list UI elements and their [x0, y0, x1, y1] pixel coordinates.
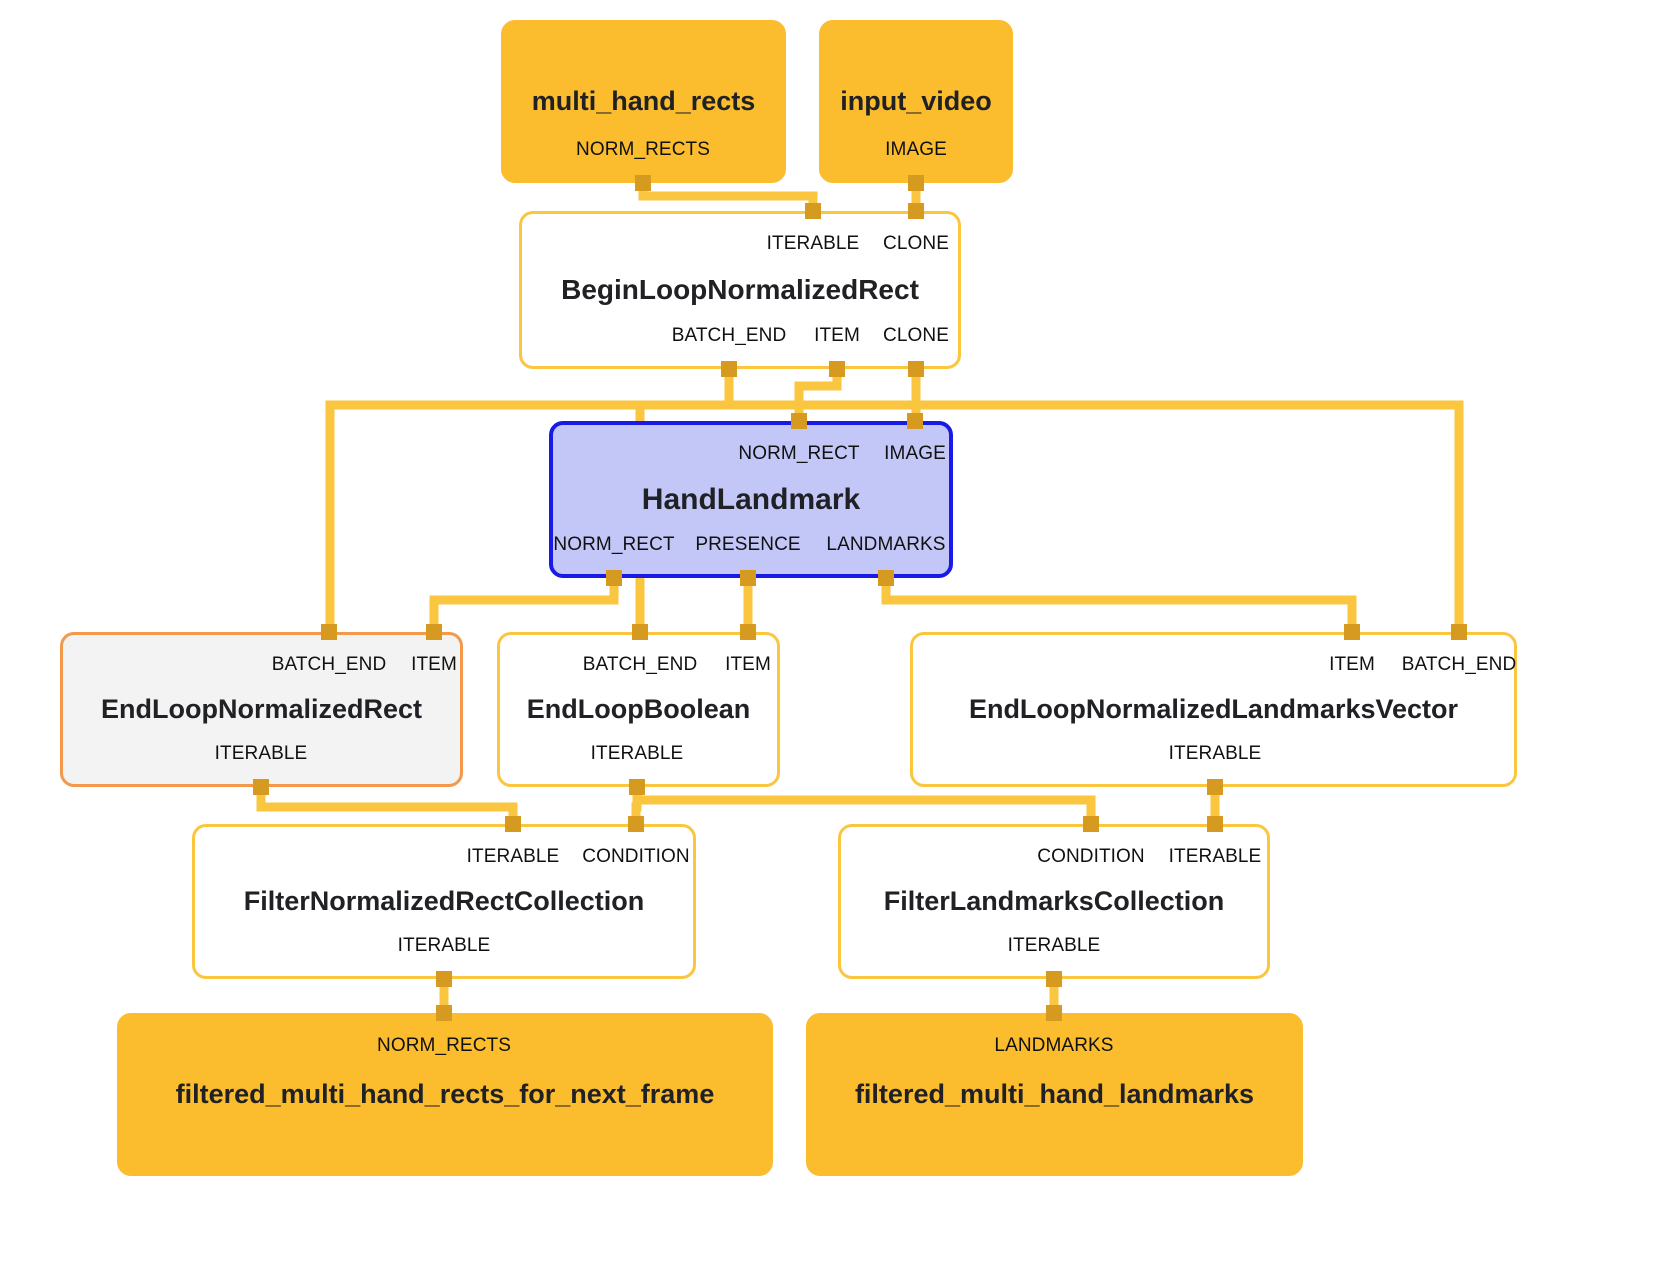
port-EndLoopNormalizedRect-in-item[interactable]	[426, 624, 442, 640]
graph-node-filtered_multi_hand_landmarks[interactable]: filtered_multi_hand_landmarks	[806, 1013, 1303, 1176]
graph-node-BeginLoopNormalizedRect[interactable]: BeginLoopNormalizedRect	[519, 211, 961, 369]
node-title: filtered_multi_hand_rects_for_next_frame	[175, 1078, 715, 1109]
port-label-EndLoopNormalizedRect-in-batch_end: BATCH_END	[271, 654, 387, 675]
port-HandLandmark-out-landmarks[interactable]	[878, 570, 894, 586]
port-BeginLoopNormalizedRect-out-clone[interactable]	[908, 361, 924, 377]
node-title: multi_hand_rects	[531, 85, 756, 116]
port-label-FilterNormalizedRectCollection-in-condition: CONDITION	[582, 846, 690, 867]
graph-node-FilterNormalizedRectCollection[interactable]: FilterNormalizedRectCollection	[192, 824, 696, 979]
port-FilterNormalizedRectCollection-in-condition[interactable]	[628, 816, 644, 832]
node-title: EndLoopNormalizedLandmarksVector	[968, 693, 1459, 724]
port-FilterNormalizedRectCollection-in-iterable[interactable]	[505, 816, 521, 832]
graph-node-filtered_multi_hand_rects_for_next_frame[interactable]: filtered_multi_hand_rects_for_next_frame	[117, 1013, 773, 1176]
port-BeginLoopNormalizedRect-out-batch_end[interactable]	[721, 361, 737, 377]
graph-node-input_video[interactable]: input_video	[819, 20, 1013, 183]
node-title: filtered_multi_hand_landmarks	[854, 1078, 1255, 1109]
port-label-FilterNormalizedRectCollection-out-iterable: ITERABLE	[397, 935, 491, 956]
port-label-FilterLandmarksCollection-out-iterable: ITERABLE	[1007, 935, 1101, 956]
port-label-BeginLoopNormalizedRect-out-clone: CLONE	[883, 325, 949, 346]
port-FilterLandmarksCollection-in-condition[interactable]	[1083, 816, 1099, 832]
port-label-EndLoopNormalizedLandmarksVector-in-batch_end: BATCH_END	[1401, 654, 1517, 675]
port-EndLoopBoolean-in-batch_end[interactable]	[632, 624, 648, 640]
port-label-multi_hand_rects-out-norm_rects: NORM_RECTS	[575, 139, 711, 160]
port-label-filtered_multi_hand_rects_for_next_frame-in-norm_rects: NORM_RECTS	[376, 1035, 512, 1056]
edge-landmarks-to-item	[881, 578, 1357, 632]
port-label-BeginLoopNormalizedRect-in-iterable: ITERABLE	[766, 233, 860, 254]
graph-node-EndLoopNormalizedRect[interactable]: EndLoopNormalizedRect	[60, 632, 463, 787]
port-label-FilterLandmarksCollection-in-iterable: ITERABLE	[1168, 846, 1262, 867]
node-title: BeginLoopNormalizedRect	[561, 273, 919, 305]
node-title: EndLoopNormalizedRect	[100, 693, 423, 724]
port-label-EndLoopNormalizedRect-in-item: ITEM	[411, 654, 457, 675]
port-BeginLoopNormalizedRect-in-clone[interactable]	[908, 203, 924, 219]
port-label-HandLandmark-out-landmarks: LANDMARKS	[826, 534, 946, 555]
port-label-input_video-out-image: IMAGE	[885, 139, 947, 160]
edge-normrects-to-iterable	[638, 183, 818, 211]
port-BeginLoopNormalizedRect-out-item[interactable]	[829, 361, 845, 377]
port-label-FilterLandmarksCollection-in-condition: CONDITION	[1037, 846, 1145, 867]
port-input_video-out-image[interactable]	[908, 175, 924, 191]
port-HandLandmark-out-norm_rect[interactable]	[606, 570, 622, 586]
port-label-EndLoopBoolean-in-batch_end: BATCH_END	[582, 654, 698, 675]
edge-bool-iterable-to-cond-right	[637, 795, 1096, 824]
graph-node-FilterLandmarksCollection[interactable]: FilterLandmarksCollection	[838, 824, 1270, 979]
port-HandLandmark-in-norm_rect[interactable]	[791, 413, 807, 429]
port-FilterLandmarksCollection-in-iterable[interactable]	[1207, 816, 1223, 832]
port-EndLoopNormalizedRect-in-batch_end[interactable]	[321, 624, 337, 640]
port-EndLoopNormalizedLandmarksVector-in-item[interactable]	[1344, 624, 1360, 640]
port-HandLandmark-in-image[interactable]	[907, 413, 923, 429]
port-HandLandmark-out-presence[interactable]	[740, 570, 756, 586]
port-filtered_multi_hand_landmarks-in-landmarks[interactable]	[1046, 1005, 1062, 1021]
port-EndLoopNormalizedLandmarksVector-out-iterable[interactable]	[1207, 779, 1223, 795]
port-label-HandLandmark-in-norm_rect: NORM_RECT	[738, 443, 860, 464]
node-title: EndLoopBoolean	[526, 693, 751, 724]
graph-node-HandLandmark[interactable]: HandLandmark	[549, 421, 953, 578]
port-EndLoopBoolean-in-item[interactable]	[740, 624, 756, 640]
port-FilterNormalizedRectCollection-out-iterable[interactable]	[436, 971, 452, 987]
node-title: HandLandmark	[641, 483, 861, 516]
port-BeginLoopNormalizedRect-in-iterable[interactable]	[805, 203, 821, 219]
port-label-BeginLoopNormalizedRect-out-item: ITEM	[814, 325, 860, 346]
port-EndLoopNormalizedLandmarksVector-in-batch_end[interactable]	[1451, 624, 1467, 640]
port-label-BeginLoopNormalizedRect-in-clone: CLONE	[883, 233, 949, 254]
node-title: FilterLandmarksCollection	[883, 885, 1225, 916]
port-label-HandLandmark-out-presence: PRESENCE	[695, 534, 801, 555]
graph-node-multi_hand_rects[interactable]: multi_hand_rects	[501, 20, 786, 183]
port-label-EndLoopNormalizedLandmarksVector-in-item: ITEM	[1329, 654, 1375, 675]
port-filtered_multi_hand_rects_for_next_frame-in-norm_rects[interactable]	[436, 1005, 452, 1021]
port-label-EndLoopNormalizedLandmarksVector-out-iterable: ITERABLE	[1168, 743, 1262, 764]
graph-node-EndLoopNormalizedLandmarksVector[interactable]: EndLoopNormalizedLandmarksVector	[910, 632, 1517, 787]
graph-node-EndLoopBoolean[interactable]: EndLoopBoolean	[497, 632, 780, 787]
port-label-EndLoopBoolean-out-iterable: ITERABLE	[590, 743, 684, 764]
edge-hl-normrect-to-item	[429, 578, 619, 632]
port-label-EndLoopBoolean-in-item: ITEM	[725, 654, 771, 675]
edge-enr-iterable-to-filter	[256, 787, 518, 824]
port-EndLoopNormalizedRect-out-iterable[interactable]	[253, 779, 269, 795]
port-FilterLandmarksCollection-out-iterable[interactable]	[1046, 971, 1062, 987]
node-title: input_video	[840, 85, 992, 116]
port-label-filtered_multi_hand_landmarks-in-landmarks: LANDMARKS	[994, 1035, 1114, 1056]
port-label-HandLandmark-out-norm_rect: NORM_RECT	[553, 534, 675, 555]
port-label-HandLandmark-in-image: IMAGE	[884, 443, 946, 464]
node-title: FilterNormalizedRectCollection	[243, 885, 645, 916]
port-multi_hand_rects-out-norm_rects[interactable]	[635, 175, 651, 191]
port-label-EndLoopNormalizedRect-out-iterable: ITERABLE	[214, 743, 308, 764]
port-label-FilterNormalizedRectCollection-in-iterable: ITERABLE	[466, 846, 560, 867]
port-EndLoopBoolean-out-iterable[interactable]	[629, 779, 645, 795]
port-label-BeginLoopNormalizedRect-out-batch_end: BATCH_END	[671, 325, 787, 346]
